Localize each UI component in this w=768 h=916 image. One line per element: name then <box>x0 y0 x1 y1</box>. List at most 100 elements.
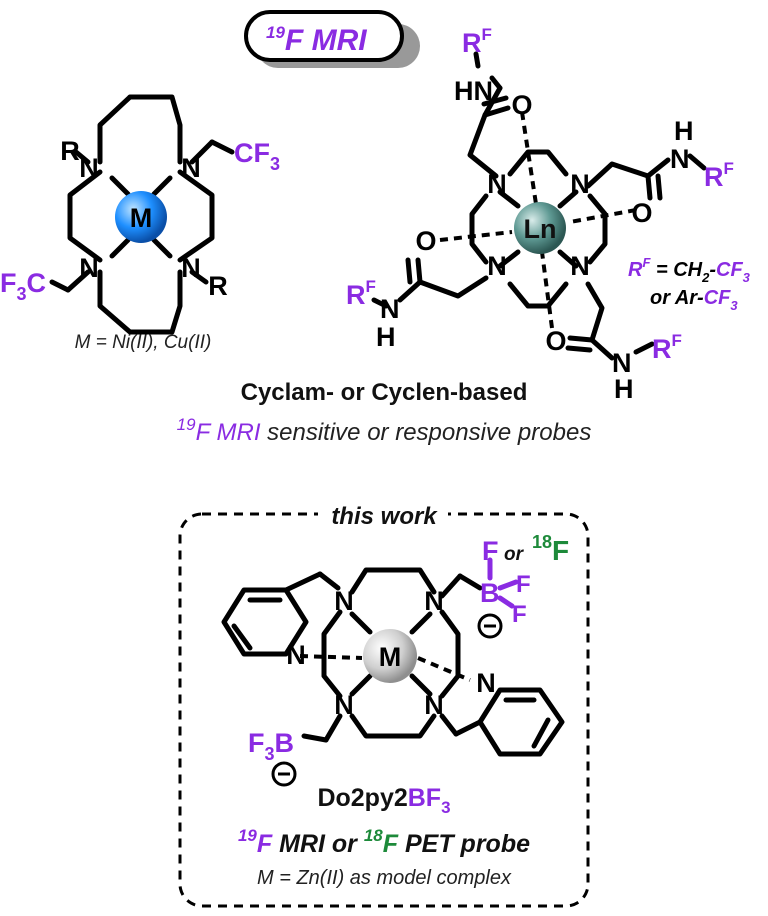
top-boron: B <box>480 578 500 608</box>
nh-bottom-left-h: H <box>376 322 396 352</box>
rf-legend-ch: = CH <box>650 259 702 281</box>
ln-metal-label: Ln <box>524 214 557 244</box>
o-atom-3: O <box>415 226 436 256</box>
top-negative-charge <box>477 613 503 639</box>
arm-top-right-co <box>645 173 653 201</box>
bf3-bottom-ch2-a <box>323 713 343 743</box>
left-r-1: R <box>60 136 80 166</box>
tagline-rest: sensitive or responsive probes <box>260 419 591 446</box>
rf-bottom-right: RF <box>652 331 682 364</box>
bf3-top-ch2-b <box>457 573 483 591</box>
rf-top-right-r: R <box>704 162 724 192</box>
compound-name-main: Do2py2 <box>317 784 407 812</box>
left-r-bond-2 <box>189 269 209 285</box>
pyridine-left-ch2-a <box>283 571 323 593</box>
left-n-m-3 <box>109 237 131 259</box>
pyridine-left-db2 <box>231 623 253 651</box>
left-cyclam-complex: M N N N N R R CF3 F3C M = Ni(II), Cu(II) <box>0 94 280 353</box>
rf-bottom-left-f: F <box>366 277 376 296</box>
probe-mid: MRI or <box>272 830 364 858</box>
bottom-f3b: F3B <box>248 728 294 764</box>
left-metal-label: M <box>130 203 153 233</box>
compound-name-sub: 3 <box>441 798 450 817</box>
top-18-sup: 18 <box>532 532 552 552</box>
right-n-3: N <box>487 251 507 281</box>
badge-sup: 19 <box>266 23 285 42</box>
right-ring-left <box>469 193 489 265</box>
bf3-bottom-ch2-b <box>301 733 329 743</box>
arm-bottom-left-rf <box>371 297 389 309</box>
arm-bottom-right-co <box>567 335 595 343</box>
right-ring-bottom <box>507 281 569 309</box>
do2-n-m-4 <box>409 673 433 697</box>
top-or: or <box>504 544 525 565</box>
do2-metal-sphere <box>363 629 417 683</box>
rf-legend-line2: or Ar-CF3 <box>650 287 738 313</box>
pyridine-right-n: N <box>476 668 496 698</box>
compound-name: Do2py2BF3 <box>317 784 450 817</box>
left-cf3-sub: 3 <box>270 154 280 174</box>
rf-legend-sub3: 3 <box>743 270 751 285</box>
pyridine-left-n: N <box>286 640 306 670</box>
left-r-2: R <box>208 271 228 301</box>
do2-n-1: N <box>334 586 354 616</box>
left-ring-bottom <box>97 269 183 335</box>
rf-top-left: RF <box>462 25 492 58</box>
left-r-bond-1 <box>73 149 91 165</box>
arm-top-right-rf <box>687 153 707 171</box>
left-cf3-main: CF <box>234 138 270 168</box>
heading-title: Cyclam- or Cyclen-based <box>241 379 528 406</box>
bottom-negative-charge <box>271 761 297 787</box>
rf-legend-sub2: 2 <box>701 270 710 285</box>
nh-top-right: N <box>670 144 690 174</box>
top-f-2: F <box>516 571 531 598</box>
right-n-ln-1 <box>497 189 521 209</box>
probe-f2: F <box>383 830 399 858</box>
left-f3c-bond-b <box>49 279 71 293</box>
left-cf3: CF3 <box>234 138 280 174</box>
right-n-ln-4 <box>557 249 579 269</box>
rf-legend-or-ar: or Ar- <box>650 287 704 309</box>
do2-metal-label: M <box>379 642 402 672</box>
dash-o-ln-2 <box>569 208 637 224</box>
rf-bottom-right-r: R <box>652 334 672 364</box>
right-n-ln-3 <box>497 249 521 269</box>
tagline-sup: 19 <box>177 415 196 434</box>
left-f3c: F3C <box>0 268 46 304</box>
rf-legend-r: R <box>628 259 643 281</box>
this-work-panel: this work M N <box>178 500 590 908</box>
arm-top-left-co2 <box>481 95 509 107</box>
rf-legend-sub3-2: 3 <box>730 298 738 313</box>
rf-legend-dash: - <box>709 259 716 281</box>
dash-py-m-1 <box>299 654 363 660</box>
arm-top-left-nh <box>489 75 503 91</box>
top-f: F <box>482 536 499 566</box>
this-work-label-bg <box>318 500 448 530</box>
ln-metal-sphere <box>514 202 566 254</box>
do2-n-m-3 <box>349 673 373 697</box>
do2-n-m-1 <box>349 611 373 635</box>
badge-text: 19F MRI <box>266 23 367 57</box>
probe-sup18: 18 <box>364 826 383 845</box>
left-n-4: N <box>181 253 201 283</box>
left-metal-caption: M = Ni(II), Cu(II) <box>75 332 212 353</box>
nh-top-left: HN <box>454 76 493 106</box>
bottom-f3b-sub: 3 <box>265 744 275 764</box>
do2-ring-right <box>439 609 461 699</box>
left-f3c-main: F <box>0 268 17 298</box>
rf-legend-f: F <box>642 255 651 270</box>
right-ring-top <box>507 149 569 177</box>
left-f3c-tail: C <box>27 268 47 298</box>
do2-ring-bottom <box>349 713 437 739</box>
arm-top-left-rf <box>473 51 481 69</box>
do2-n-3: N <box>334 690 354 720</box>
mri-badge: 19F MRI <box>244 10 420 68</box>
arm-top-right-co2 <box>655 173 663 201</box>
dash-o-ln-4 <box>540 251 554 329</box>
bottom-f3b-b: B <box>275 728 295 758</box>
left-n-m-4 <box>151 237 173 259</box>
bf3-top-ch2-a <box>439 573 463 599</box>
nh-bottom-right-h: H <box>614 374 634 404</box>
arm-bottom-right <box>585 281 615 361</box>
